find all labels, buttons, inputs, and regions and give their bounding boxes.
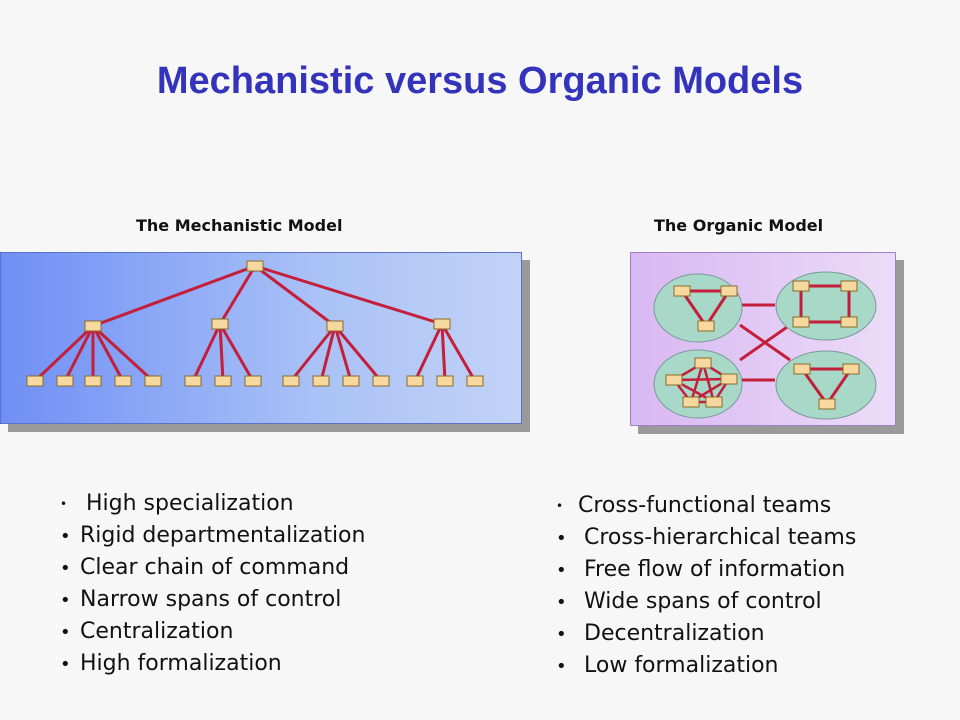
employee-box	[342, 375, 360, 387]
list-item-text: Cross-hierarchical teams	[584, 525, 857, 550]
employee-box	[282, 375, 300, 387]
team-member-boxes	[665, 280, 860, 410]
team-member-box	[665, 374, 683, 386]
mechanistic-characteristics-list: • High specialization • Rigid departmental…	[60, 488, 365, 680]
team-member-box	[673, 285, 691, 297]
employee-box	[144, 375, 162, 387]
list-item-text: High formalization	[80, 651, 282, 676]
list-item-text: Wide spans of control	[584, 589, 822, 614]
team-member-box	[840, 280, 858, 292]
employee-box	[184, 375, 202, 387]
employee-box	[84, 375, 102, 387]
list-item: • Free flow of information	[556, 554, 856, 586]
team-member-box	[792, 316, 810, 328]
team-member-box	[694, 357, 712, 369]
list-item: • Low formalization	[556, 650, 856, 682]
employee-box	[114, 375, 132, 387]
list-item-text: Narrow spans of control	[80, 587, 342, 612]
middle-manager-box	[84, 320, 102, 332]
team-member-box	[792, 280, 810, 292]
organic-model-heading: The Organic Model	[654, 216, 824, 235]
list-item: • Decentralization	[556, 618, 856, 650]
employee-box	[26, 375, 44, 387]
bullet-icon: •	[556, 499, 564, 513]
bullet-icon: •	[556, 560, 567, 581]
organic-characteristics-list: • Cross-functional teams • Cross-hierarchi…	[556, 490, 856, 682]
list-item: • High formalization	[60, 648, 365, 680]
bullet-icon: •	[60, 497, 68, 511]
list-item: • Centralization	[60, 616, 365, 648]
team-member-box	[793, 363, 811, 375]
team-member-box	[720, 373, 738, 385]
list-item-text: High specialization	[86, 491, 294, 516]
team-member-box	[697, 320, 715, 332]
team-member-box	[720, 285, 738, 297]
organic-team-links	[739, 303, 791, 382]
list-item: • Wide spans of control	[556, 586, 856, 618]
middle-manager-box	[433, 318, 451, 330]
employee-box	[312, 375, 330, 387]
list-item-text: Decentralization	[584, 621, 765, 646]
list-item-text: Centralization	[80, 619, 234, 644]
employee-box	[466, 375, 484, 387]
bullet-icon: •	[60, 590, 71, 611]
team-member-box	[840, 316, 858, 328]
bullet-icon: •	[60, 526, 71, 547]
list-item-text: Free flow of information	[584, 557, 846, 582]
team-member-box	[705, 396, 723, 408]
list-item-text: Cross-functional teams	[578, 493, 832, 518]
bullet-icon: •	[556, 528, 567, 549]
team-member-box	[818, 398, 836, 410]
slide-title: Mechanistic versus Organic Models	[156, 60, 804, 102]
mechanistic-hierarchy	[33, 264, 477, 383]
employee-box	[214, 375, 232, 387]
bullet-icon: •	[60, 622, 71, 643]
team-member-box	[682, 396, 700, 408]
list-item: • High specialization	[60, 488, 365, 520]
list-item-text: Low formalization	[584, 653, 779, 678]
list-item: • Clear chain of command	[60, 552, 365, 584]
middle-manager-box	[326, 320, 344, 332]
bullet-icon: •	[556, 624, 567, 645]
list-item: • Narrow spans of control	[60, 584, 365, 616]
employee-box	[372, 375, 390, 387]
bullet-icon: •	[60, 654, 71, 675]
employee-box	[56, 375, 74, 387]
list-item-text: Clear chain of command	[80, 555, 350, 580]
employee-box	[244, 375, 262, 387]
bullet-icon: •	[556, 656, 567, 677]
list-item: • Cross-functional teams	[556, 490, 856, 522]
employee-box	[436, 375, 454, 387]
middle-manager-box	[211, 318, 229, 330]
mechanistic-model-heading: The Mechanistic Model	[136, 216, 343, 235]
bullet-icon: •	[60, 558, 71, 579]
list-item: • Rigid departmentalization	[60, 520, 365, 552]
mechanistic-boxes	[26, 260, 484, 387]
team-member-box	[842, 363, 860, 375]
list-item-text: Rigid departmentalization	[80, 523, 366, 548]
list-item: • Cross-hierarchical teams	[556, 522, 856, 554]
bullet-icon: •	[556, 592, 567, 613]
team-top-right	[775, 271, 877, 341]
team-top-left	[653, 273, 743, 343]
top-manager-box	[246, 260, 264, 272]
employee-box	[406, 375, 424, 387]
